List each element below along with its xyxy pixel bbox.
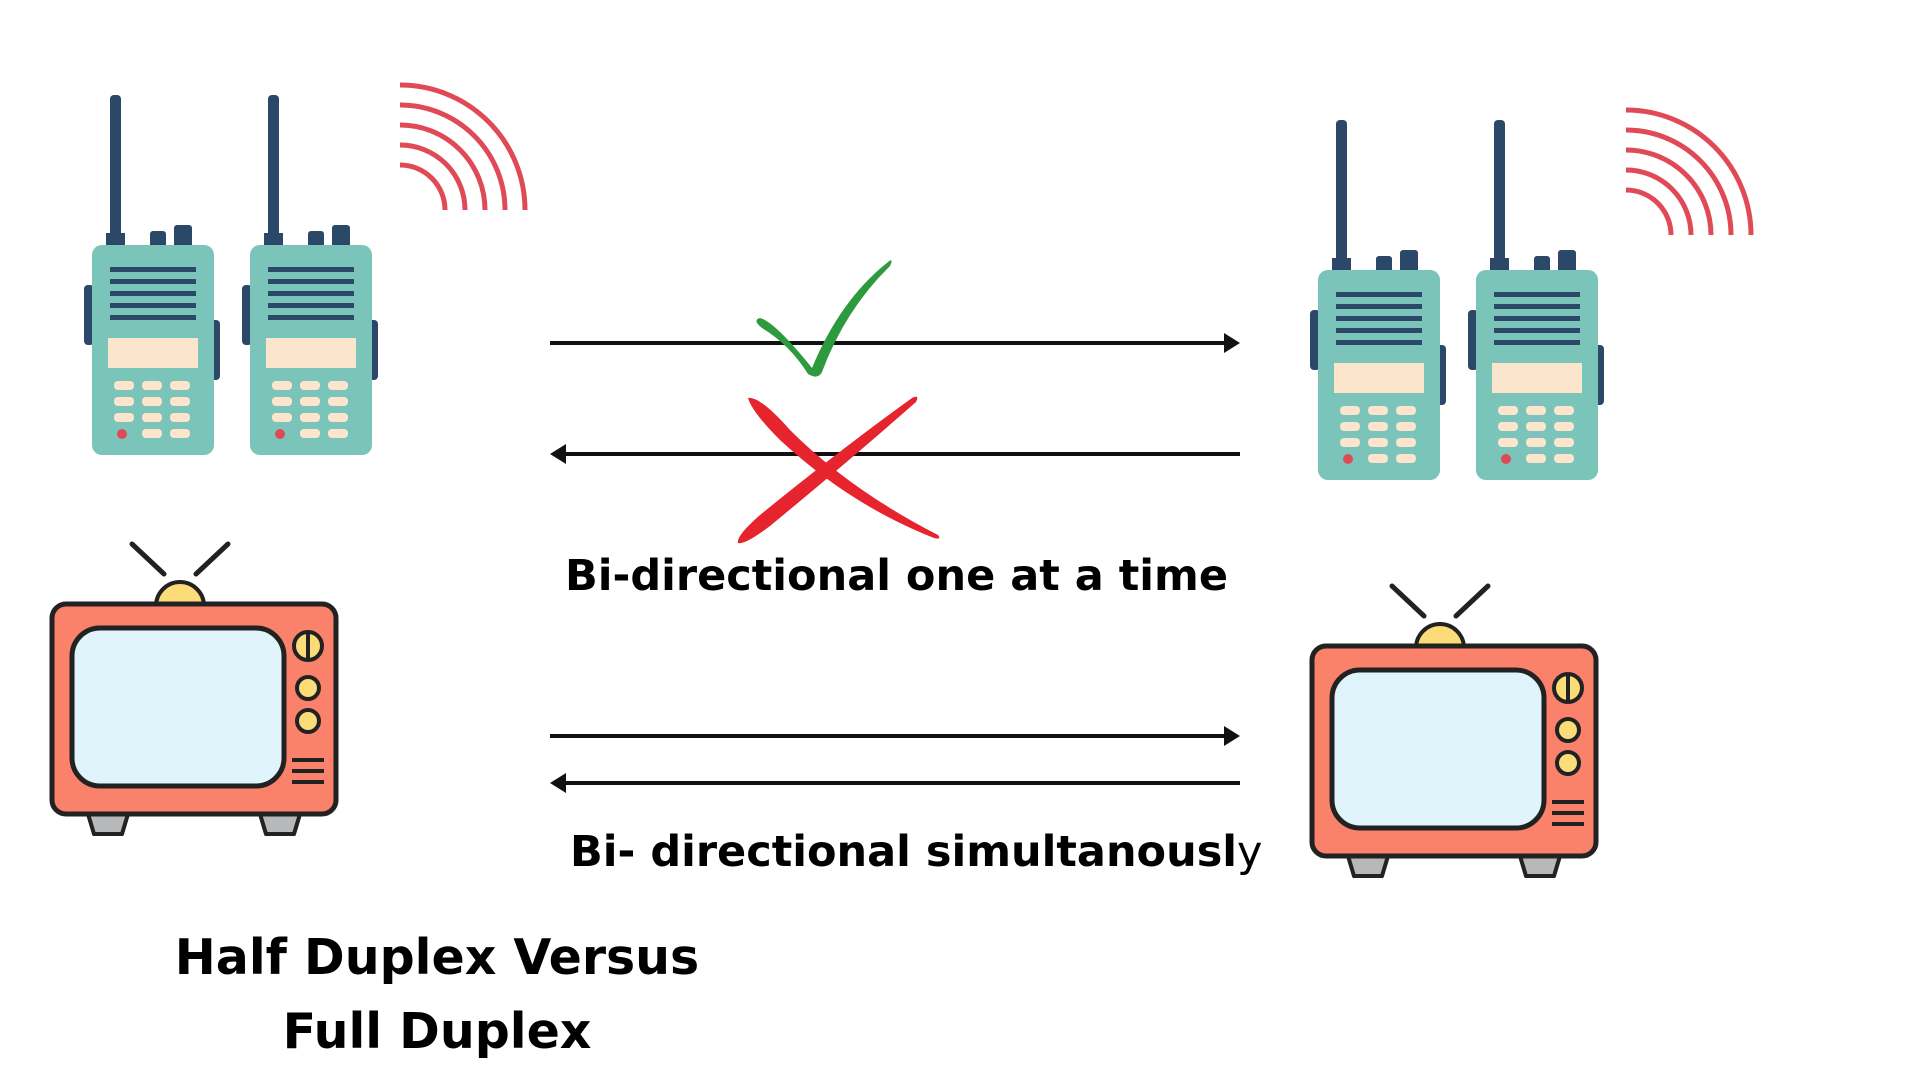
television-icon: [1312, 586, 1596, 876]
television-icon: [52, 544, 336, 834]
full-duplex-caption: Bi- directional simultanously: [570, 827, 1263, 877]
full-duplex-caption-tail: y: [1237, 827, 1262, 877]
half-duplex-forward-arrow: [550, 333, 1240, 353]
half-duplex-caption: Bi-directional one at a time: [565, 551, 1228, 601]
check-mark-icon: [756, 260, 892, 377]
walkie-talkie-icon: [84, 85, 525, 455]
diagram-title-line-2: Full Duplex: [283, 1003, 592, 1060]
full-duplex-forward-arrow: [550, 726, 1240, 746]
full-duplex-caption-main: Bi- directional simultanousl: [570, 827, 1237, 877]
full-duplex-return-arrow: [550, 773, 1240, 793]
walkie-talkie-icon: [1310, 110, 1751, 480]
diagram-title-line-1: Half Duplex Versus: [175, 929, 699, 986]
cross-mark-icon: [737, 396, 940, 544]
half-duplex-return-arrow: [550, 444, 1240, 464]
